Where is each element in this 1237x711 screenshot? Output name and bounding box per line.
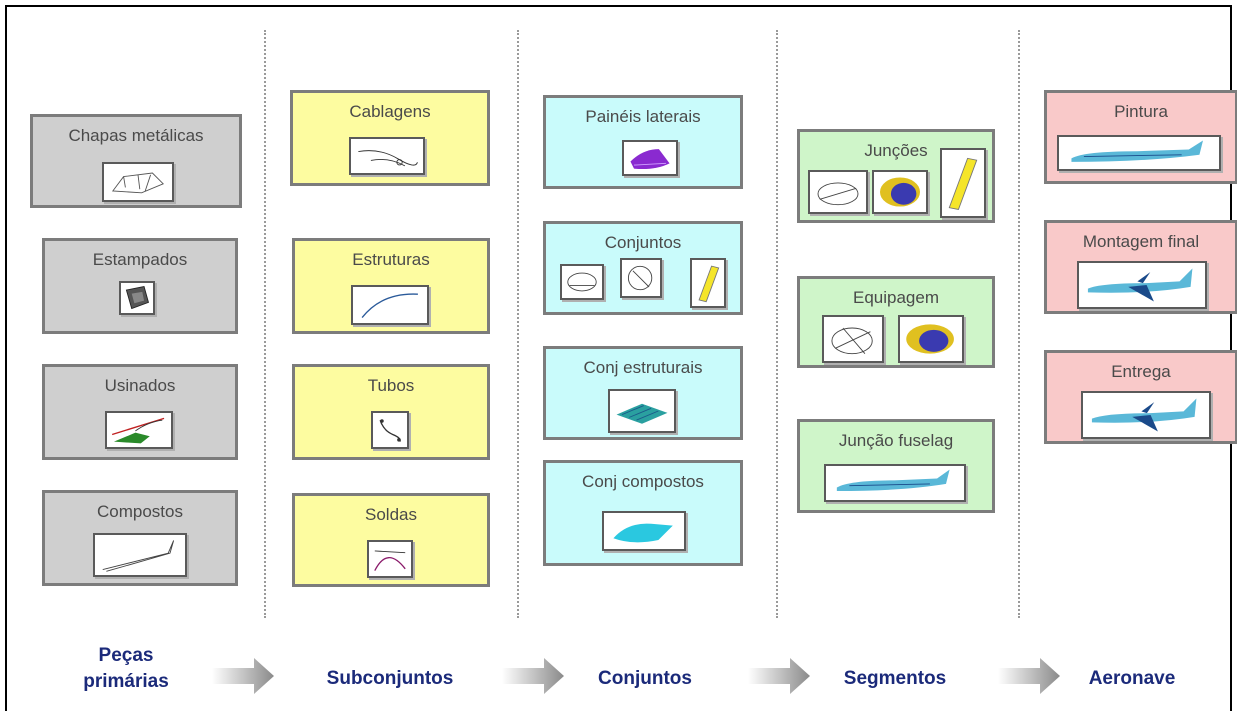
arrow-right-icon (998, 658, 1060, 694)
box-equipagem: Equipagem (797, 276, 995, 368)
box-label: Equipagem (852, 288, 939, 307)
box-label: Junções (864, 141, 928, 160)
box-tubos: Tubos (292, 364, 490, 460)
stage-label-pecas-primarias: Peças primárias (66, 643, 186, 695)
box-label: Painéis laterais (585, 107, 701, 126)
box-usinados: Usinados (42, 364, 238, 460)
box-label: Entrega (1111, 362, 1171, 381)
box-entrega: Entrega (1044, 350, 1237, 444)
composite-assembly-icon (602, 511, 686, 551)
box-conjuntos: Conjuntos (543, 221, 743, 315)
box-label: Conj compostos (582, 472, 704, 491)
column-divider (776, 30, 778, 618)
stage-label-subconjuntos: Subconjuntos (300, 666, 480, 692)
box-conj-compostos: Conj compostos (543, 460, 743, 566)
stamped-part-icon (119, 281, 155, 315)
sheet-metal-drawing-icon (102, 162, 174, 202)
box-soldas: Soldas (292, 493, 490, 587)
aircraft-icon (1077, 261, 1207, 309)
assembly-part-icon (690, 258, 726, 308)
box-label: Usinados (104, 376, 176, 395)
box-label: Soldas (365, 505, 417, 524)
structural-assembly-icon (608, 389, 676, 433)
stage-text: Peças primárias (83, 645, 169, 692)
equipment-icon (898, 315, 964, 363)
joint-icon (940, 148, 986, 218)
box-label: Compostos (97, 502, 183, 521)
joint-icon (808, 170, 868, 214)
box-label: Conj estruturais (583, 358, 703, 377)
arrow-right-icon (748, 658, 810, 694)
box-juncoes: Junções (797, 129, 995, 223)
box-label: Tubos (367, 376, 415, 395)
stage-text: Subconjuntos (326, 668, 454, 689)
stage-text: Aeronave (1088, 668, 1176, 689)
box-label: Conjuntos (604, 233, 682, 252)
stage-text: Segmentos (843, 668, 947, 689)
box-montagem-final: Montagem final (1044, 220, 1237, 314)
arrow-right-icon (502, 658, 564, 694)
box-estampados: Estampados (42, 238, 238, 334)
side-panel-icon (622, 140, 678, 176)
box-label: Estampados (92, 250, 188, 269)
arrow-right-icon (212, 658, 274, 694)
box-conj-estruturais: Conj estruturais (543, 346, 743, 440)
weld-icon (367, 540, 413, 578)
column-divider (517, 30, 519, 618)
stage-text: Conjuntos (598, 668, 692, 689)
painted-fuselage-icon (1057, 135, 1221, 171)
box-paineis-laterais: Painéis laterais (543, 95, 743, 189)
box-label: Pintura (1114, 102, 1168, 121)
column-divider (1018, 30, 1020, 618)
structure-curve-icon (351, 285, 429, 325)
box-cablagens: Cablagens (290, 90, 490, 186)
assembly-part-icon (620, 258, 662, 298)
machined-part-icon (105, 411, 173, 449)
equipment-icon (822, 315, 884, 363)
stage-label-aeronave: Aeronave (1062, 666, 1202, 692)
stage-label-conjuntos: Conjuntos (570, 666, 720, 692)
box-label: Chapas metálicas (68, 126, 204, 145)
box-pintura: Pintura (1044, 90, 1237, 184)
box-label: Montagem final (1082, 232, 1200, 251)
box-label: Estruturas (352, 250, 430, 269)
box-compostos: Compostos (42, 490, 238, 586)
stage-label-segmentos: Segmentos (820, 666, 970, 692)
composite-part-icon (93, 533, 187, 577)
box-estruturas: Estruturas (292, 238, 490, 334)
box-label: Cablagens (349, 102, 431, 121)
box-juncao-fuselag: Junção fuselag (797, 419, 995, 513)
aircraft-icon (1081, 391, 1211, 439)
box-chapas-metalicas: Chapas metálicas (30, 114, 242, 208)
assembly-part-icon (560, 264, 604, 300)
tube-icon (371, 411, 409, 449)
joint-icon (872, 170, 928, 214)
fuselage-join-icon (824, 464, 966, 502)
column-divider (264, 30, 266, 618)
cable-harness-icon (349, 137, 425, 175)
box-label: Junção fuselag (838, 431, 954, 450)
